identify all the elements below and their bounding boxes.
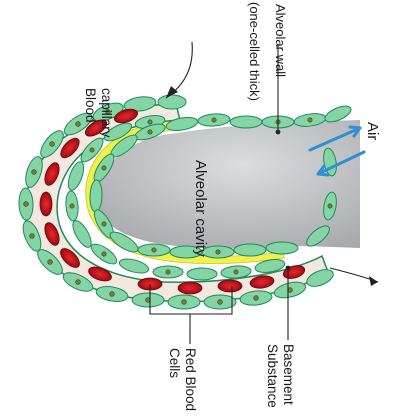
alveolar-cavity-label: Alveolar cavity (192, 160, 209, 257)
bidirectional-arrow-icon (308, 125, 366, 177)
air-label: Air (364, 122, 381, 140)
alveolar-wall-leader-dot (275, 129, 281, 135)
basement-substance-label-line2: Substance (265, 344, 280, 408)
cell-nuclei (23, 109, 333, 305)
basement-substance-label-line1: Basement (281, 344, 296, 405)
basement-substance-leader-dot (285, 265, 291, 271)
red-blood-cells-label-line1: Red Blood (183, 348, 198, 411)
alveolar-wall-label-line2: (one-celled thick) (247, 2, 262, 101)
curved-arrow-icon (329, 267, 379, 286)
red-blood-cells-label-line2: Cells (167, 348, 182, 378)
red-blood-cells-leader (149, 284, 233, 344)
blood-capillary-label-line2: capillary (99, 88, 114, 138)
basement-substance-label: Basement Substance (265, 344, 296, 408)
blood-flow-icon (165, 41, 193, 99)
alveolar-wall-label-line1: Alveolar wall (273, 4, 288, 77)
alveolar-wall-label: Alveolar wall (one-celled thick) (247, 2, 288, 101)
air-label-text: Air (364, 122, 381, 140)
blood-capillary-label: Blood capillary (83, 88, 114, 138)
red-blood-cells-label: Red Blood Cells (167, 348, 198, 411)
blood-capillary-label-line1: Blood (83, 88, 98, 123)
red-blood-cells (39, 108, 306, 295)
alveolar-cavity (97, 120, 360, 249)
alveolar-cavity-label-text: Alveolar cavity (192, 160, 209, 257)
